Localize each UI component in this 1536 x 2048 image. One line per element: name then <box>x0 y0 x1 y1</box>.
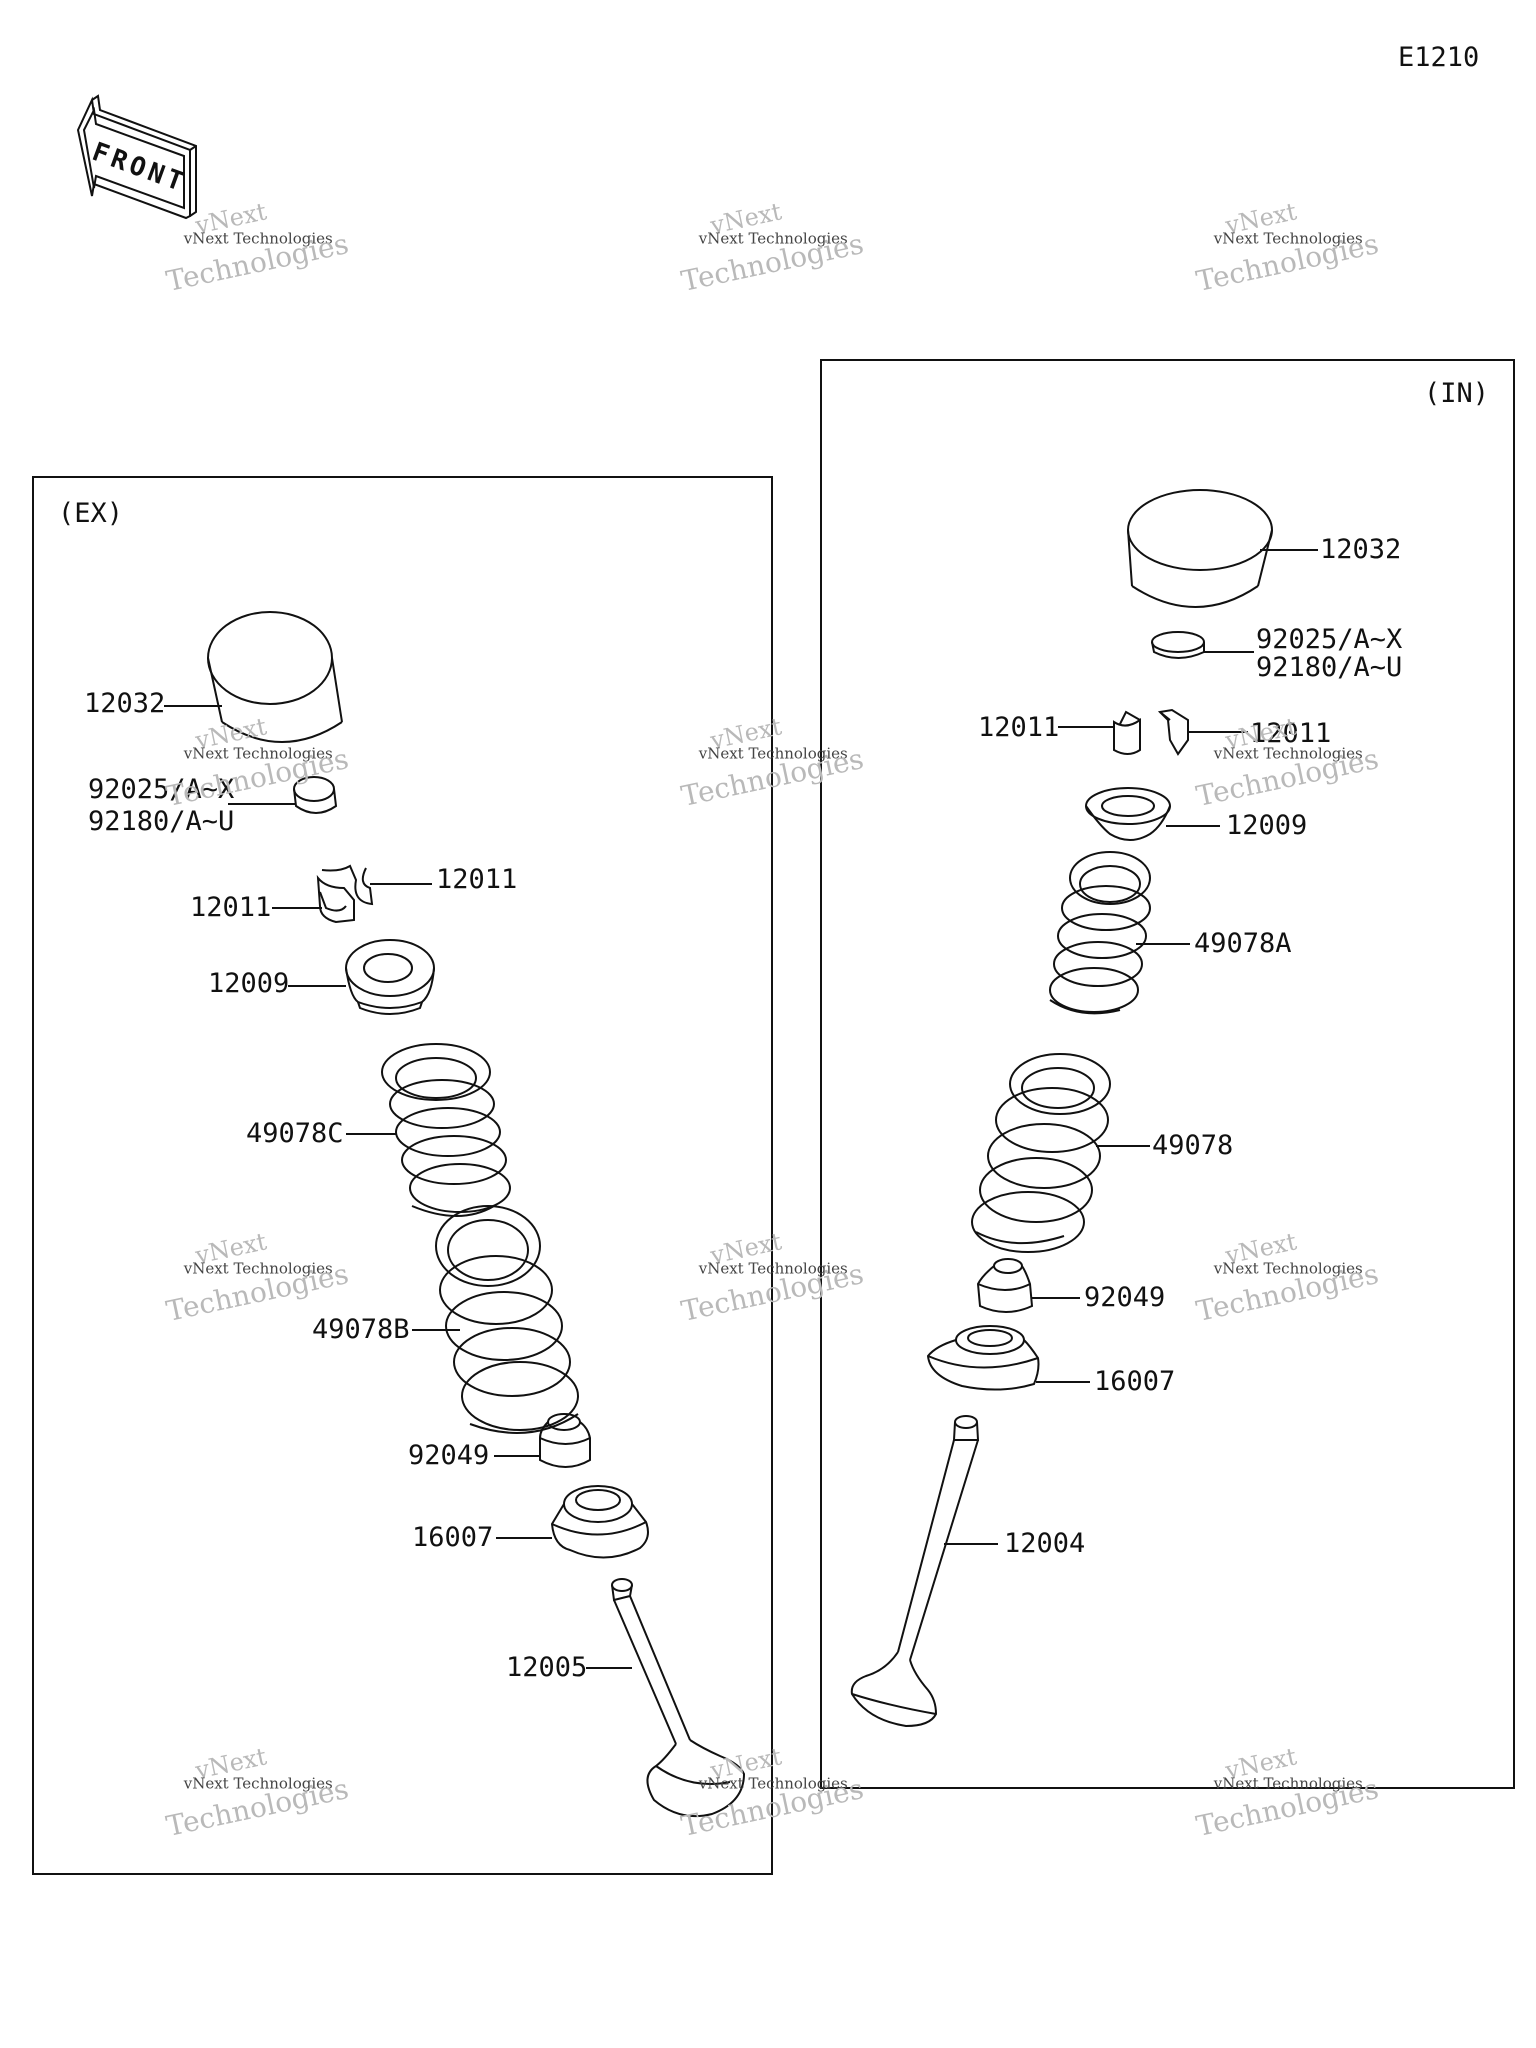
in-spring-retainer <box>1085 787 1220 841</box>
ex-spring-retainer <box>288 939 435 1015</box>
in-cotter-label-left: 12011 <box>978 712 1060 743</box>
in-section-frame <box>820 359 1515 1789</box>
ex-stem-seal <box>494 1413 591 1468</box>
in-valve-lifter <box>1127 489 1318 608</box>
ex-spring-seat <box>496 1485 649 1559</box>
in-stem-seal-label: 92049 <box>1084 1282 1166 1313</box>
sheet-code: E1210 <box>1398 42 1480 73</box>
ex-cotter-label-left: 12011 <box>190 892 272 923</box>
in-spring-seat <box>926 1325 1090 1391</box>
ex-valve-label: 12005 <box>506 1652 588 1683</box>
in-outer-spring-label: 49078 <box>1152 1130 1234 1161</box>
ex-shim-label-2: 92180/A~U <box>88 806 235 837</box>
ex-shim-label-1: 92025/A~X <box>88 774 235 805</box>
in-retainer-label: 12009 <box>1226 810 1308 841</box>
in-cotter-label-right: 12011 <box>1250 718 1332 749</box>
ex-inner-spring-label: 49078C <box>246 1118 344 1149</box>
ex-valve-cotters <box>272 864 432 924</box>
front-arrow-icon <box>76 94 197 220</box>
in-inner-spring <box>1049 851 1190 1015</box>
ex-inner-spring <box>346 1043 511 1217</box>
ex-valve <box>586 1578 746 1818</box>
ex-valve-shim <box>228 776 338 814</box>
in-valve-shim <box>1151 631 1254 659</box>
in-valve <box>850 1415 998 1728</box>
in-spring-seat-label: 16007 <box>1094 1366 1176 1397</box>
in-section-title: (IN) <box>1424 378 1490 409</box>
ex-cotter-label-right: 12011 <box>436 864 518 895</box>
ex-valve-lifter <box>164 611 343 743</box>
ex-outer-spring <box>412 1205 579 1434</box>
ex-section-frame <box>32 476 773 1875</box>
in-valve-label: 12004 <box>1004 1528 1086 1559</box>
in-valve-cotters <box>1058 708 1248 756</box>
in-stem-seal <box>976 1258 1080 1313</box>
in-outer-spring <box>971 1053 1150 1253</box>
in-shim-label-2: 92180/A~U <box>1256 652 1403 683</box>
ex-spring-seat-label: 16007 <box>412 1522 494 1553</box>
ex-section-title: (EX) <box>58 498 124 529</box>
in-inner-spring-label: 49078A <box>1194 928 1292 959</box>
ex-lifter-label: 12032 <box>84 688 166 719</box>
in-shim-label-1: 92025/A~X <box>1256 624 1403 655</box>
in-lifter-label: 12032 <box>1320 534 1402 565</box>
ex-retainer-label: 12009 <box>208 968 290 999</box>
ex-outer-spring-label: 49078B <box>312 1314 410 1345</box>
ex-stem-seal-label: 92049 <box>408 1440 490 1471</box>
